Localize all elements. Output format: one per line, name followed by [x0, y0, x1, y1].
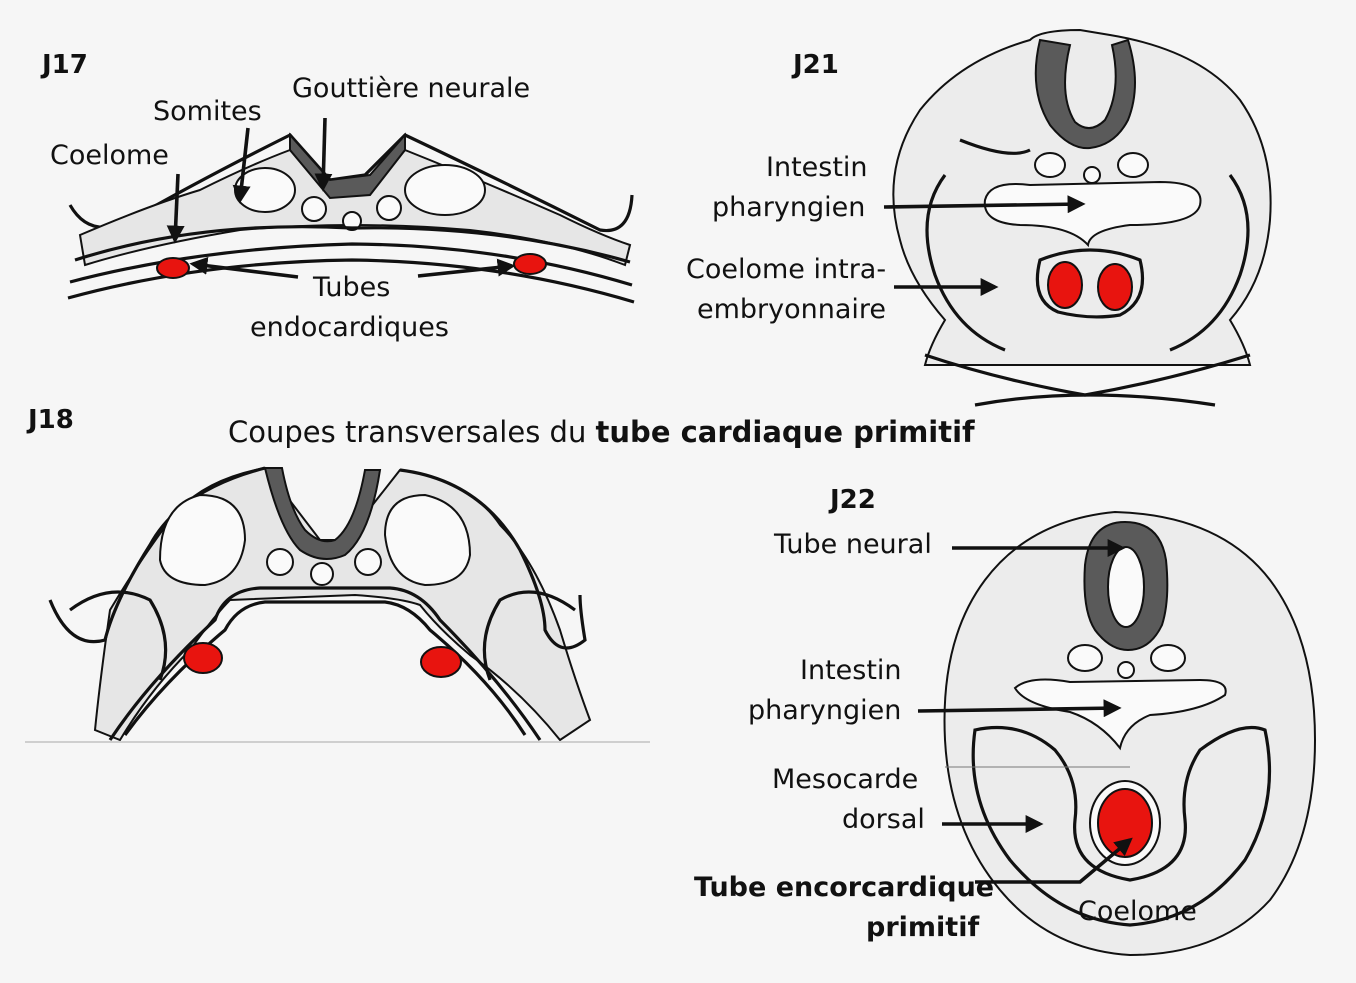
j18-section-drawing	[25, 466, 650, 743]
j22-gut-label-line2: pharyngien	[748, 695, 901, 726]
j22-heart-tube	[1097, 788, 1153, 858]
j22-tube-label-line1: Tube encorcardique	[694, 872, 994, 903]
title-prefix: Coupes transversales du	[228, 415, 596, 449]
j21-stage-label: J21	[791, 50, 839, 80]
panel-j22: J22 Tube neural Intestin pharyngien Meso…	[694, 485, 1317, 957]
j21-left-heart-tube	[1047, 261, 1083, 309]
j21-gut-arrow	[883, 195, 1086, 214]
title-bold: tube cardiaque primitif	[596, 415, 975, 449]
j17-left-endocardial-tube	[156, 257, 190, 279]
j17-groove-arrow	[314, 117, 333, 192]
j18-stage-label: J18	[26, 405, 74, 435]
j22-mesocarde-label-line2: dorsal	[842, 804, 925, 835]
j22-gut-label-line1: Intestin	[800, 655, 902, 686]
j21-right-heart-tube	[1097, 263, 1133, 311]
j22-coelome-label: Coelome	[1078, 896, 1197, 927]
panel-j17: J17 Somites Gouttière neurale Coelome Tu…	[40, 50, 635, 343]
j17-somites-arrow	[232, 127, 251, 204]
j21-coelome-label-line1: Coelome intra-	[686, 254, 886, 285]
j21-section-drawing	[892, 28, 1272, 407]
j17-coelome-label: Coelome	[50, 140, 169, 171]
panel-j21: J21 Intestin pharyngien Coelome intra- e…	[686, 28, 1272, 407]
j17-tubes-label-line2: endocardiques	[250, 312, 449, 343]
j17-tube-left-arrow	[189, 256, 299, 279]
j22-gut-arrow	[917, 699, 1122, 718]
diagram-title: Coupes transversales du tube cardiaque p…	[228, 415, 975, 449]
j21-coelome-label-line2: embryonnaire	[697, 294, 886, 325]
j22-stage-label: J22	[828, 485, 876, 515]
j17-tube-right-arrow	[417, 258, 516, 278]
j22-tube-arrow	[975, 837, 1133, 884]
j18-left-heart-tube	[183, 642, 223, 674]
j21-gut-label-line1: Intestin	[766, 152, 868, 183]
j22-mesocarde-label-line1: Mesocarde	[772, 764, 918, 795]
j17-neural-groove-label: Gouttière neurale	[292, 73, 530, 104]
j17-coelome-arrow	[166, 173, 185, 244]
j21-gut-label-line2: pharyngien	[712, 192, 865, 223]
j18-right-heart-tube	[420, 646, 462, 678]
j17-stage-label: J17	[40, 50, 88, 80]
j22-tube-label-line2: primitif	[866, 912, 979, 943]
j17-right-endocardial-tube	[513, 253, 547, 275]
j17-somites-label: Somites	[153, 96, 262, 127]
j22-section-drawing	[943, 510, 1317, 957]
panel-j18: J18	[25, 405, 650, 743]
j17-tubes-label-line1: Tubes	[312, 272, 390, 303]
j22-neural-tube-label: Tube neural	[773, 529, 932, 560]
